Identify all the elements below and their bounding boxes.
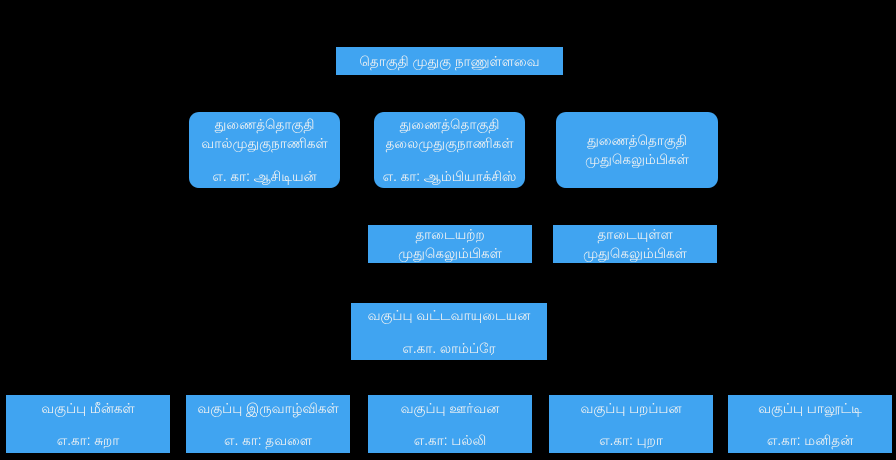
node-label: முதுகெலும்பிகள் [398,246,502,261]
node-example: எ.கா: பல்லி [413,432,487,448]
node-label: முதுகெலும்பிகள் [583,246,687,261]
node-example: எ.கா: மனிதன் [766,432,854,448]
node-label: தலைமுதுகுநாணிகள் [385,135,514,151]
node-subphylum-vertebrata: துணைத்தொகுதி முதுகெலும்பிகள் [556,112,718,188]
node-label: வகுப்பு இருவாழ்விகள் [197,400,339,416]
node-label: தொகுதி முதுகு நாணுள்ளவை [359,53,540,69]
node-subphylum-cephalochordata: துணைத்தொகுதி தலைமுதுகுநாணிகள் எ. கா: ஆம்… [374,112,525,188]
node-class-cyclostomata: வகுப்பு வட்டவாயுடையன எ.கா. லாம்ப்ரே [351,303,547,360]
node-phylum-chordata: தொகுதி முதுகு நாணுள்ளவை [336,47,563,75]
node-example: எ.கா: புறா [599,432,663,448]
node-example: எ.கா. லாம்ப்ரே [402,340,496,356]
node-class-mammalia: வகுப்பு பாலூட்டி எ.கா: மனிதன் [728,395,892,453]
node-jawless-vertebrates: தாடையற்ற முதுகெலும்பிகள் [368,225,532,263]
node-label: வகுப்பு மீன்கள் [41,400,135,416]
node-label: தாடையுள்ள [597,227,673,242]
node-label: துணைத்தொகுதி [214,116,315,132]
node-label: வகுப்பு வட்டவாயுடையன [367,307,531,323]
node-subphylum-urochordata: துணைத்தொகுதி வால்முதுகுநாணிகள் எ. கா: ஆச… [189,112,340,188]
node-example: எ. கா: ஆசிடியன் [212,168,317,184]
node-label: வகுப்பு ஊர்வன [400,400,500,416]
node-example: எ.கா: சுறா [56,432,120,448]
node-class-amphibia: வகுப்பு இருவாழ்விகள் எ. கா: தவளை [186,395,350,453]
node-class-pisces: வகுப்பு மீன்கள் எ.கா: சுறா [6,395,170,453]
node-label: வால்முதுகுநாணிகள் [201,135,328,151]
node-label: தாடையற்ற [415,227,485,242]
node-label: வகுப்பு பறப்பன [580,400,682,416]
node-label: துணைத்தொகுதி [587,133,687,148]
node-jawed-vertebrates: தாடையுள்ள முதுகெலும்பிகள் [553,225,717,263]
node-label: துணைத்தொகுதி [399,116,500,132]
node-example: எ. கா: தவளை [224,432,312,448]
node-example: எ. கா: ஆம்பியாக்சிஸ் [382,168,517,184]
node-label: முதுகெலும்பிகள் [585,152,689,167]
node-class-reptilia: வகுப்பு ஊர்வன எ.கா: பல்லி [368,395,532,453]
node-label: வகுப்பு பாலூட்டி [758,400,862,416]
node-class-aves: வகுப்பு பறப்பன எ.கா: புறா [549,395,713,453]
